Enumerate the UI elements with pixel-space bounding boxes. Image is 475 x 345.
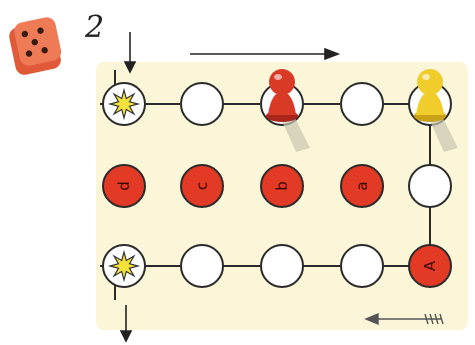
board-space-right-middle[interactable] — [408, 164, 452, 208]
board-space-top-2[interactable] — [180, 82, 224, 126]
red-space-d[interactable] — [102, 164, 146, 208]
red-space-c[interactable] — [180, 164, 224, 208]
down-arrow-exit-icon — [119, 305, 133, 343]
down-arrow-start-icon — [123, 32, 137, 74]
star-start-icon — [107, 87, 141, 121]
right-arrow-icon — [190, 47, 341, 61]
star-exit-icon — [107, 249, 141, 283]
space-label: A — [421, 260, 439, 271]
red-space-a[interactable] — [340, 164, 384, 208]
space-label: d — [115, 181, 133, 191]
space-label: c — [193, 182, 211, 190]
board-space-bottom-5[interactable] — [408, 244, 452, 288]
left-arrow-icon — [364, 312, 444, 326]
dice-icon[interactable] — [7, 16, 65, 77]
red-pawn[interactable] — [266, 69, 310, 152]
board-space-top-4[interactable] — [340, 82, 384, 126]
red-space-b[interactable] — [260, 164, 304, 208]
yellow-pawn[interactable] — [414, 69, 458, 152]
dice-roll-number: 2 — [85, 10, 105, 45]
space-label: a — [353, 181, 371, 190]
board-space-bottom-2[interactable] — [180, 244, 224, 288]
board-space-bottom-3[interactable] — [260, 244, 304, 288]
board-space-bottom-4[interactable] — [340, 244, 384, 288]
space-label: b — [273, 181, 291, 191]
